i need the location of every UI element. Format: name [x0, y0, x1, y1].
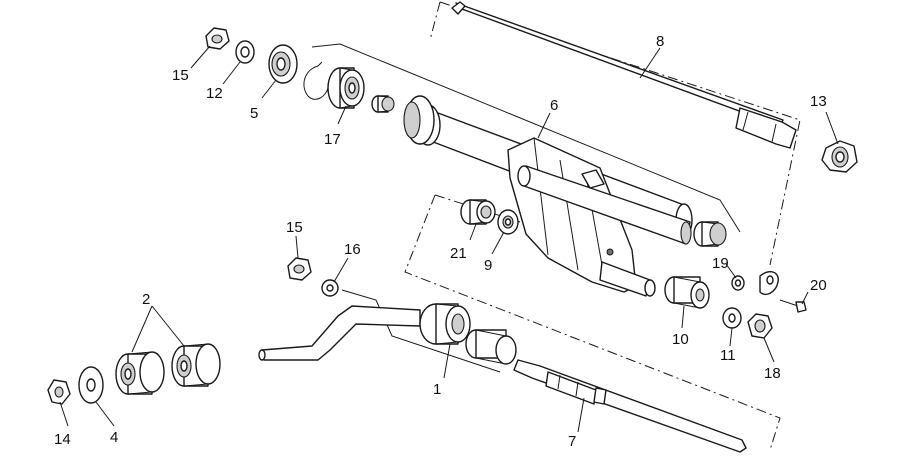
leader-lines — [59, 45, 839, 433]
callout-5: 5 — [250, 105, 258, 122]
callout-11: 11 — [720, 347, 736, 364]
part-12-washer — [235, 40, 255, 64]
part-11-washer — [722, 307, 742, 329]
part-7-rod — [513, 359, 747, 453]
swingarm-bushing — [693, 221, 727, 247]
callout-20: 20 — [810, 277, 827, 294]
callout-15-middle: 15 — [286, 219, 303, 236]
circlip — [303, 61, 329, 100]
part-5-bearing — [268, 44, 298, 84]
part-10-spacer — [664, 276, 710, 309]
callout-numbers: 15 12 5 17 6 8 13 21 9 19 20 10 11 18 15… — [54, 33, 827, 450]
part-16-washer — [321, 279, 339, 297]
callout-18: 18 — [764, 365, 781, 382]
part-8-axle-rod — [451, 1, 797, 149]
part-19-washer — [731, 275, 745, 291]
part-2-bearings — [115, 343, 221, 395]
callout-4: 4 — [110, 429, 118, 446]
callout-9: 9 — [484, 257, 492, 274]
part-18-nut — [747, 313, 773, 339]
part-17-bearing — [327, 67, 365, 109]
part-13-nut — [821, 140, 858, 173]
part-1-lever — [258, 289, 517, 373]
part-6-swingarm — [311, 43, 741, 297]
callout-13: 13 — [810, 93, 827, 110]
part-20-screw — [779, 299, 807, 313]
small-bushing — [371, 95, 395, 113]
callout-10: 10 — [672, 331, 689, 348]
callout-16: 16 — [344, 241, 361, 258]
callout-1: 1 — [433, 381, 441, 398]
part-14-nut — [47, 379, 71, 405]
callout-2: 2 — [142, 291, 150, 308]
clip-bracket — [759, 271, 779, 296]
callout-19: 19 — [712, 255, 729, 272]
part-21-bushing — [460, 199, 496, 225]
callout-15-top: 15 — [172, 67, 189, 84]
part-15-middle-nut — [287, 257, 312, 281]
callout-21: 21 — [450, 245, 467, 262]
callout-17: 17 — [324, 131, 341, 148]
callout-12: 12 — [206, 85, 223, 102]
part-4-washer — [78, 366, 104, 404]
part-15-top-nut — [205, 27, 230, 50]
callout-6: 6 — [550, 97, 558, 114]
part-9-washer — [497, 209, 519, 235]
callout-8: 8 — [656, 33, 664, 50]
callout-7: 7 — [568, 433, 576, 450]
callout-14: 14 — [54, 431, 71, 448]
